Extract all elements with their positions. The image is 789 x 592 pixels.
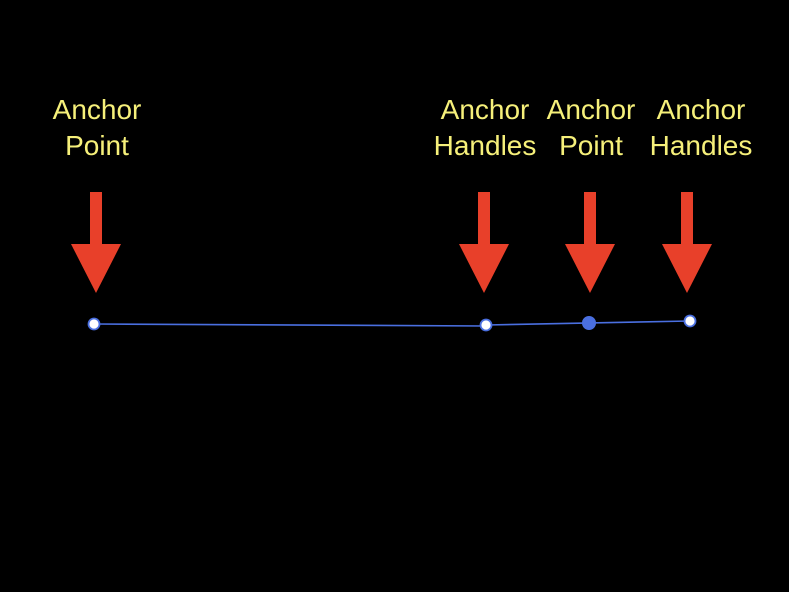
path-segment: [93, 323, 487, 327]
label-anchor-handles-left: Anchor Handles: [420, 92, 550, 164]
arrow-down-icon: [71, 192, 121, 293]
label-line: Anchor: [440, 94, 530, 125]
anchor-point-filled[interactable]: [582, 316, 596, 330]
label-line: Anchor: [546, 94, 636, 125]
handle-point-right[interactable]: [683, 314, 697, 328]
label-anchor-point-left: Anchor Point: [32, 92, 162, 164]
label-line: Handles: [433, 130, 537, 161]
label-line: Point: [559, 130, 623, 161]
handle-point-left[interactable]: [479, 318, 493, 332]
label-anchor-handles-right: Anchor Handles: [636, 92, 766, 164]
label-anchor-point-right: Anchor Point: [526, 92, 656, 164]
arrow-down-icon: [662, 192, 712, 293]
label-line: Anchor: [656, 94, 746, 125]
label-line: Point: [65, 130, 129, 161]
arrow-down-icon: [459, 192, 509, 293]
label-line: Anchor: [52, 94, 142, 125]
label-line: Handles: [649, 130, 753, 161]
anchor-point-hollow[interactable]: [87, 317, 101, 331]
arrow-down-icon: [565, 192, 615, 293]
